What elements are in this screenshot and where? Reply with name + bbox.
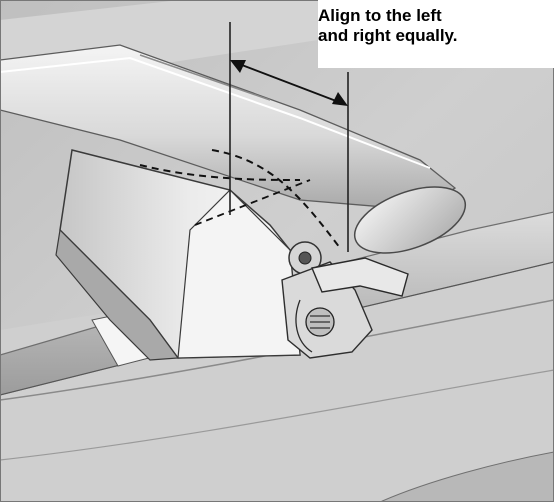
lock-keyhole [298, 251, 312, 265]
clamp-knob-teeth [310, 315, 330, 329]
dashed-guide-top [139, 164, 301, 181]
dashed-guide-diagonal [194, 179, 311, 226]
rack-foot-side [55, 228, 180, 361]
crossbar-groove [139, 54, 271, 101]
roof-lower-panel [0, 240, 554, 502]
clamp-lever [311, 257, 409, 297]
crossbar-end-cap [353, 186, 467, 254]
rack-foot-front [177, 189, 301, 359]
roof-curve-line-2 [0, 369, 554, 461]
dashed-guide-curve [211, 149, 341, 249]
caption-box: Align to the left and right equally. [318, 0, 554, 68]
measurement-arrow-head-left [230, 60, 246, 73]
crossbar-top-edge [0, 56, 431, 169]
caption-line-2: and right equally. [318, 26, 458, 45]
measurement-arrow-head-right [332, 92, 348, 106]
roof-curve-line-1 [0, 299, 554, 401]
measurement-arrow-shaft [233, 61, 345, 105]
clamp-hook [295, 299, 313, 353]
caption-line-1: Align to the left [318, 6, 442, 25]
